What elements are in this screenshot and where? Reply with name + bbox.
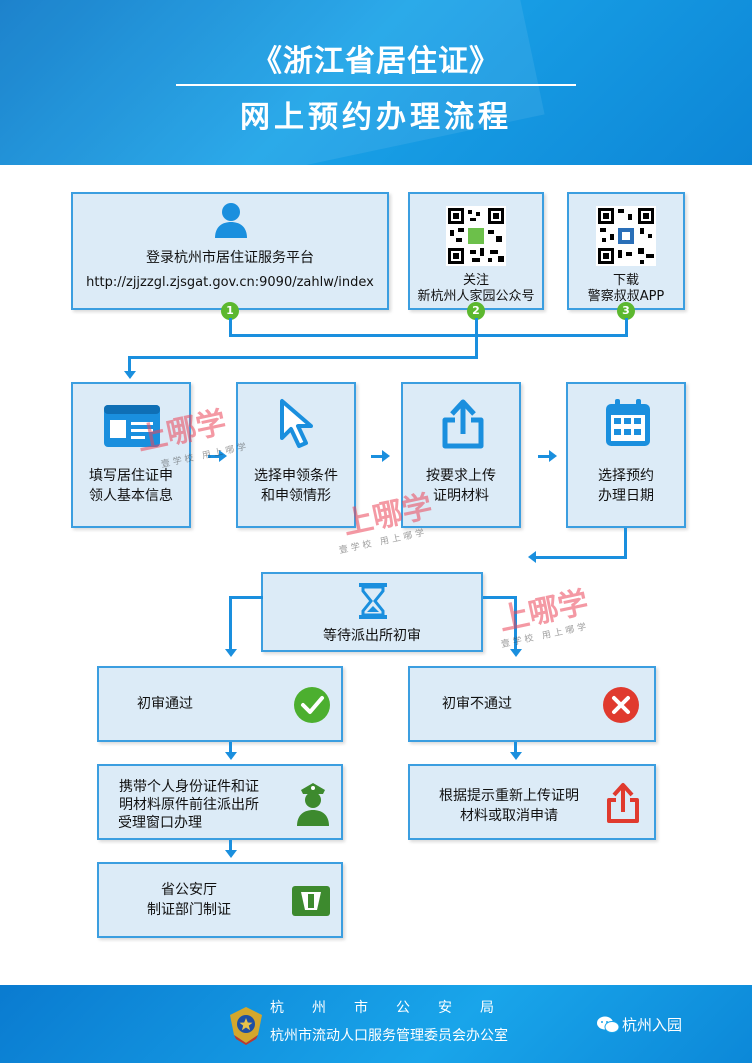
connector [371,455,383,458]
step-number-2: 2 [467,302,485,320]
footer-line2: 杭州市流动人口服务管理委员会办公室 [270,1028,508,1044]
connector [535,556,627,559]
connector [229,318,232,336]
id-card-icon [104,405,160,447]
connector [483,596,517,599]
arrow-right [549,450,557,462]
step-select-date: 选择预约 办理日期 [566,382,686,528]
visit-line3: 受理窗口办理 [118,815,202,831]
header-decoration [0,0,545,165]
app-qr-code [596,206,656,266]
wechat-account: 杭州入园 [622,1016,683,1034]
wait-review-box: 等待派出所初审 [261,572,483,652]
step1-line1: 填写居住证申 [89,468,173,484]
visit-line1: 携带个人身份证件和证 [119,779,259,795]
pass-label: 初审通过 [137,696,193,712]
upload-icon [442,399,484,449]
arrow-down [124,371,136,379]
connector [128,356,131,372]
step4-line1: 选择预约 [598,468,654,484]
connector [514,742,517,754]
wechat-box: 关注 新杭州人家园公众号 [408,192,544,310]
fail-label: 初审不通过 [442,696,512,712]
wechat-icon [597,1016,620,1033]
app-label1: 下载 [612,273,639,288]
connector [208,455,220,458]
visit-line2: 明材料原件前往派出所 [119,797,259,813]
app-box: 下载 警察叔叔APP [567,192,685,310]
step-select-conditions: 选择申领条件 和申领情形 [236,382,356,528]
connector [229,840,232,852]
arrow-down [225,649,237,657]
wechat-label2: 新杭州人家园公众号 [417,289,535,304]
step-number-3: 3 [617,302,635,320]
connector [475,318,478,358]
platform-label: 登录杭州市居住证服务平台 [146,250,314,266]
check-icon [294,687,330,723]
connector [229,596,232,650]
step-number-1: 1 [221,302,239,320]
card-reader-icon [292,886,330,916]
arrow-left [528,551,536,563]
arrow-down [510,649,522,657]
connector [128,356,478,359]
step-fill-info: 填写居住证申 领人基本信息 [71,382,191,528]
app-label2: 警察叔叔APP [587,289,665,304]
review-pass-box: 初审通过 [97,666,343,742]
card-production-box: 省公安厅 制证部门制证 [97,862,343,938]
title-divider [176,84,576,86]
arrow-right [382,450,390,462]
wechat-label1: 关注 [462,273,489,288]
reupload-line2: 材料或取消申请 [460,808,558,824]
wait-label: 等待派出所初审 [323,628,421,644]
wechat-qr-code [446,206,506,266]
title-line1: 《浙江省居住证》 [252,44,500,79]
arrow-down [225,850,237,858]
police-officer-icon [297,783,329,826]
step3-line2: 证明材料 [433,488,489,504]
police-badge-icon [230,1007,262,1045]
arrow-down [225,752,237,760]
connector [514,596,517,650]
production-line1: 省公安厅 [161,882,217,898]
footer-banner: 杭州市公安局 杭州市流动人口服务管理委员会办公室 [0,985,752,1063]
step1-line2: 领人基本信息 [89,488,173,504]
connector [229,334,628,337]
step4-line2: 办理日期 [598,488,654,504]
header-banner: 《浙江省居住证》 网上预约办理流程 [0,0,752,165]
hourglass-icon [359,583,387,619]
connector [538,455,550,458]
connector [624,528,627,558]
visit-station-box: 携带个人身份证件和证 明材料原件前往派出所 受理窗口办理 [97,764,343,840]
close-icon [603,687,639,723]
cursor-icon [280,399,313,448]
reupload-box: 根据提示重新上传证明 材料或取消申请 [408,764,656,840]
platform-box: 登录杭州市居住证服务平台 http://zjjzzgl.zjsgat.gov.c… [71,192,389,310]
footer-line1: 杭州市公安局 [270,1000,522,1016]
reupload-line1: 根据提示重新上传证明 [439,788,579,804]
review-fail-box: 初审不通过 [408,666,656,742]
step2-line1: 选择申领条件 [254,468,338,484]
step2-line2: 和申领情形 [261,488,331,504]
upload-icon [607,783,639,823]
step-upload: 按要求上传 证明材料 [401,382,521,528]
production-line2: 制证部门制证 [147,902,231,918]
arrow-down [510,752,522,760]
user-icon [215,203,247,238]
connector [229,596,263,599]
step3-line1: 按要求上传 [426,468,496,484]
platform-url[interactable]: http://zjjzzgl.zjsgat.gov.cn:9090/zahlw/… [86,275,374,290]
arrow-right [219,450,227,462]
calendar-icon [606,399,650,446]
title-line2: 网上预约办理流程 [240,100,512,135]
connector [229,742,232,754]
connector [625,318,628,336]
